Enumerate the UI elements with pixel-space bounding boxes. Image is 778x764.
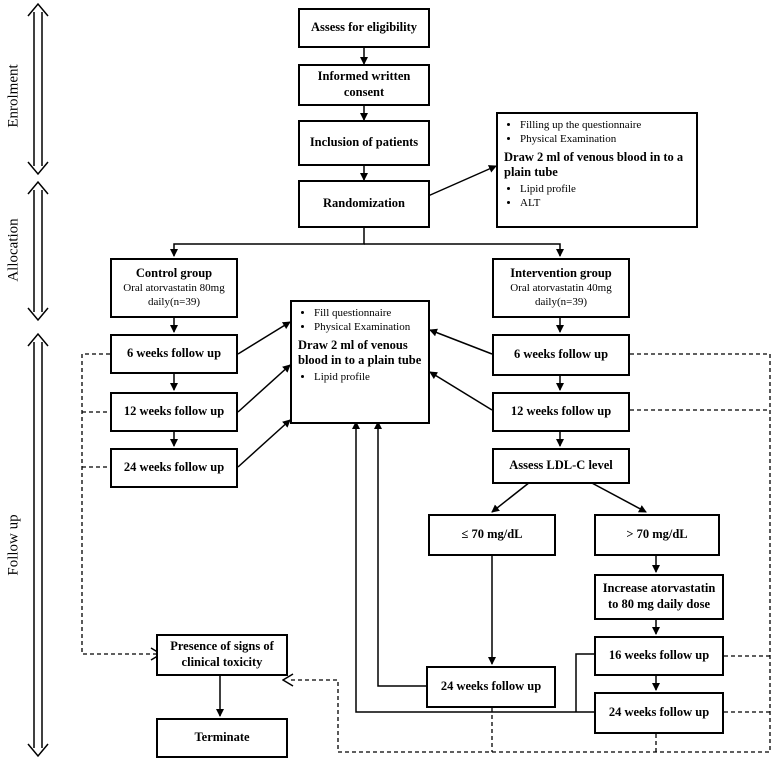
stage-arrow-follow-up <box>27 332 49 758</box>
panel-follow-up-assessment: Fill questionnaire Physical Examination … <box>290 300 430 424</box>
intervention-group-title: Intervention group <box>510 266 612 281</box>
box-control-12-weeks: 12 weeks follow up <box>110 392 238 432</box>
box-assess-ldl: Assess LDL-C level <box>492 448 630 484</box>
line-16w-join <box>575 653 594 712</box>
dash-control-loop <box>81 353 156 654</box>
box-inclusion: Inclusion of patients <box>298 120 430 166</box>
arrow-24wmid-panel <box>374 421 426 687</box>
arrow-control12-panel <box>237 364 291 413</box>
baseline-bullet-alt: ALT <box>520 196 690 210</box>
stage-label-allocation: Allocation <box>5 218 22 282</box>
arrow-24w-panel <box>352 421 594 713</box>
box-intervention-24-weeks-mid: 24 weeks follow up <box>426 666 556 708</box>
box-clinical-toxicity: Presence of signs of clinical toxicity <box>156 634 288 676</box>
baseline-bullet-questionnaire: Filling up the questionnaire <box>520 118 690 132</box>
box-control-6-weeks: 6 weeks follow up <box>110 334 238 374</box>
arrow-randomization-intervention <box>364 243 564 257</box>
followup-bullet-questionnaire: Fill questionnaire <box>314 306 422 320</box>
stage-label-enrolment: Enrolment <box>5 64 22 128</box>
baseline-bullet-physical-exam: Physical Examination <box>520 132 690 146</box>
stage-label-follow-up: Follow up <box>5 514 22 576</box>
box-intervention-24-weeks-right: 24 weeks follow up <box>594 692 724 734</box>
box-intervention-16-weeks: 16 weeks follow up <box>594 636 724 676</box>
arrow-assess-gt70 <box>589 481 647 513</box>
arrow-control6-panel <box>237 321 291 355</box>
baseline-draw-blood: Draw 2 ml of venous blood in to a plain … <box>504 149 684 180</box>
box-ldl-le-70: ≤ 70 mg/dL <box>428 514 556 556</box>
box-intervention-6-weeks: 6 weeks follow up <box>492 334 630 376</box>
baseline-bullet-lipid: Lipid profile <box>520 182 690 196</box>
box-control-group: Control group Oral atorvastatin 80mg dai… <box>110 258 238 318</box>
control-group-title: Control group <box>135 266 213 281</box>
followup-draw-blood: Draw 2 ml of venous blood in to a plain … <box>298 337 422 368</box>
arrow-interv12-panel <box>429 371 493 411</box>
control-group-dose: Oral atorvastatin 80mg daily(n=39) <box>123 282 225 308</box>
arrow-interv6-panel <box>429 328 493 355</box>
box-increase-dose: Increase atorvastatin to 80 mg daily dos… <box>594 574 724 620</box>
box-intervention-12-weeks: 12 weeks follow up <box>492 392 630 432</box>
box-randomization: Randomization <box>298 180 430 228</box>
intervention-group-dose: Oral atorvastatin 40mg daily(n=39) <box>510 282 612 308</box>
panel-baseline-assessment: Filling up the questionnaire Physical Ex… <box>496 112 698 228</box>
arrow-randomization-baseline <box>427 165 497 197</box>
followup-bullet-lipid: Lipid profile <box>314 370 422 384</box>
followup-bullet-physical-exam: Physical Examination <box>314 320 422 334</box>
box-intervention-group: Intervention group Oral atorvastatin 40m… <box>492 258 630 318</box>
stage-arrow-allocation <box>27 180 49 322</box>
box-assess-eligibility: Assess for eligibility <box>298 8 430 48</box>
box-terminate: Terminate <box>156 718 288 758</box>
box-control-24-weeks: 24 weeks follow up <box>110 448 238 488</box>
arrow-control24-panel <box>237 419 291 468</box>
arrow-assess-le70 <box>491 481 531 513</box>
arrow-randomization-control <box>170 228 365 257</box>
box-ldl-gt-70: > 70 mg/dL <box>594 514 720 556</box>
stage-arrow-enrolment <box>27 2 49 176</box>
box-informed-consent: Informed written consent <box>298 64 430 106</box>
dash-intervention-loop <box>288 353 771 753</box>
